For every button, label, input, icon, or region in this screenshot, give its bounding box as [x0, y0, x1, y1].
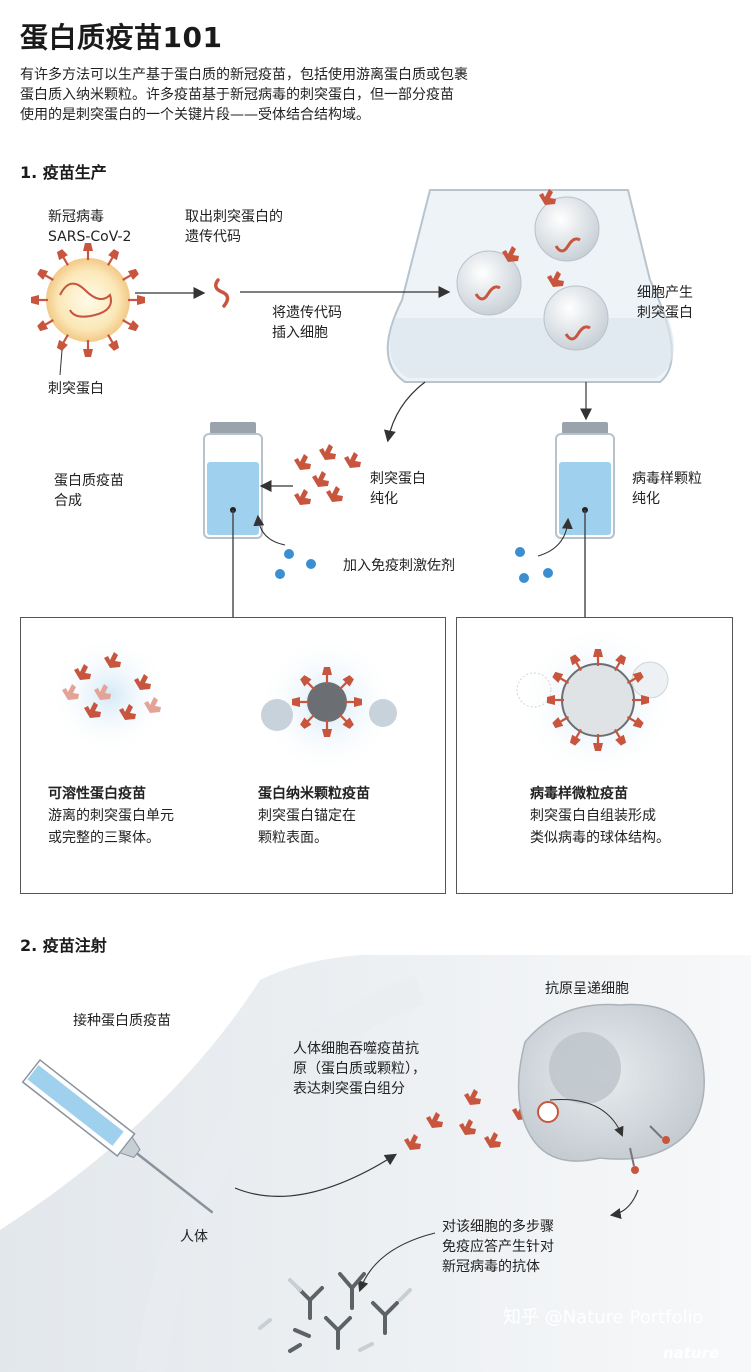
vlp-vaccine-desc-2: 类似病毒的球体结构。 — [530, 830, 670, 846]
protein-vaccine-label-1: 蛋白质疫苗 — [54, 473, 124, 489]
extract-label-2: 遗传代码 — [185, 229, 241, 245]
engulf-label-1: 人体细胞吞噬疫苗抗 — [293, 1041, 419, 1057]
virus-label: 新冠病毒 — [48, 209, 104, 225]
vlp-purify-label-2: 纯化 — [632, 491, 660, 507]
spike-label: 刺突蛋白 — [48, 381, 104, 397]
nanoparticle-vaccine-title: 蛋白纳米颗粒疫苗 — [258, 786, 370, 802]
insert-label-1: 将遗传代码 — [272, 305, 342, 321]
section-1-heading: 1. 疫苗生产 — [20, 163, 107, 182]
nanoparticle-vaccine-desc-2: 颗粒表面。 — [258, 830, 328, 846]
vlp-vaccine-title: 病毒样微粒疫苗 — [530, 786, 628, 802]
nature-logo: nature — [663, 1344, 720, 1362]
engulf-label-2: 原（蛋白质或颗粒）， — [293, 1061, 426, 1077]
extract-label-1: 取出刺突蛋白的 — [185, 209, 283, 225]
section-2-heading: 2. 疫苗注射 — [20, 936, 107, 955]
response-label-3: 新冠病毒的抗体 — [442, 1259, 540, 1275]
protein-vaccine-types-box — [20, 617, 446, 894]
cell-label-1: 细胞产生 — [637, 285, 693, 301]
vlp-purify-label-1: 病毒样颗粒 — [632, 471, 702, 487]
soluble-vaccine-desc-1: 游离的刺突蛋白单元 — [48, 808, 174, 824]
vlp-vaccine-box — [456, 617, 733, 894]
response-label-2: 免疫应答产生针对 — [442, 1239, 554, 1255]
virus-label-en: SARS-CoV-2 — [48, 229, 132, 245]
protein-vaccine-label-2: 合成 — [54, 493, 82, 509]
nanoparticle-vaccine-desc-1: 刺突蛋白锚定在 — [258, 808, 356, 824]
intro-line-3: 使用的是刺突蛋白的一个关键片段——受体结合结构域。 — [20, 107, 370, 123]
inject-label: 接种蛋白质疫苗 — [73, 1013, 171, 1029]
adjuvant-label: 加入免疫刺激佐剂 — [343, 558, 455, 574]
intro-line-1: 有许多方法可以生产基于蛋白质的新冠疫苗，包括使用游离蛋白质或包裹 — [20, 67, 468, 83]
intro-line-2: 蛋白质入纳米颗粒。许多疫苗基于新冠病毒的刺突蛋白，但一部分疫苗 — [20, 87, 454, 103]
page-title: 蛋白质疫苗101 — [20, 21, 223, 54]
purify-label-1: 刺突蛋白 — [370, 471, 426, 487]
apc-label: 抗原呈递细胞 — [545, 981, 629, 997]
soluble-vaccine-title: 可溶性蛋白疫苗 — [48, 786, 146, 802]
vlp-vaccine-desc-1: 刺突蛋白自组装形成 — [530, 808, 656, 824]
watermark: 知乎 @Nature Portfolio — [503, 1307, 704, 1328]
body-label: 人体 — [180, 1229, 208, 1245]
engulf-label-3: 表达刺突蛋白组分 — [293, 1081, 405, 1097]
soluble-vaccine-desc-2: 或完整的三聚体。 — [48, 830, 160, 846]
insert-label-2: 插入细胞 — [272, 325, 328, 341]
cell-label-2: 刺突蛋白 — [637, 305, 693, 321]
purify-label-2: 纯化 — [370, 491, 398, 507]
response-label-1: 对该细胞的多步骤 — [442, 1219, 554, 1235]
